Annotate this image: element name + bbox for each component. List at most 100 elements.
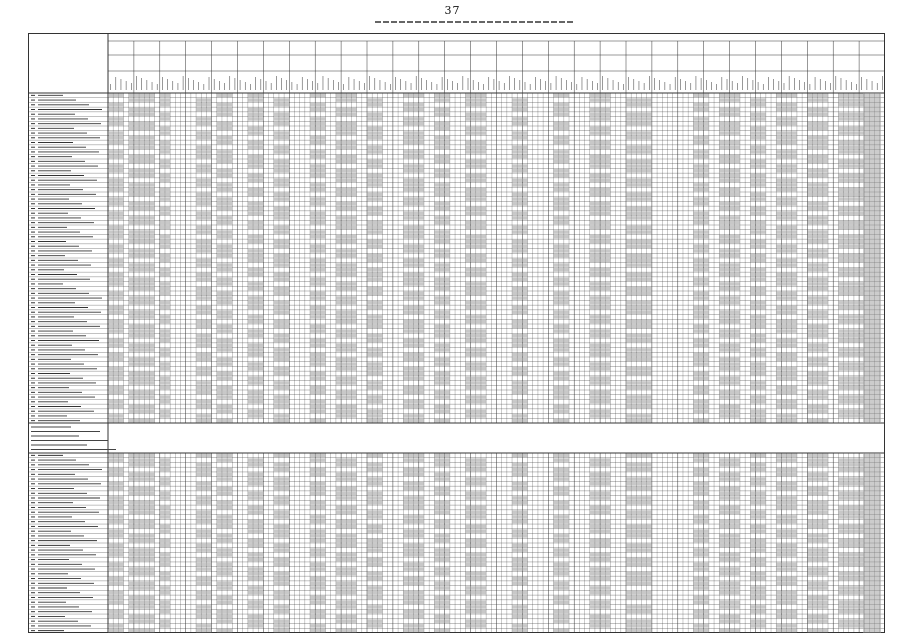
table-cell-shaded <box>807 159 829 164</box>
table-cell-shaded <box>776 154 797 159</box>
table-cell-shaded <box>216 154 233 159</box>
table-cell-shaded <box>719 619 740 623</box>
table-cell-shaded <box>465 562 487 567</box>
table-cell-shaded <box>335 310 357 314</box>
table-cell-shaded <box>108 385 124 390</box>
table-cell-shaded <box>553 216 570 220</box>
table-cell-shaded <box>807 567 829 571</box>
table-cell-shaded <box>273 557 290 562</box>
table-cell-shaded <box>196 98 212 102</box>
table-cell-shaded <box>838 286 865 291</box>
table-cell-shaded <box>335 581 357 586</box>
table-cell-shaded <box>838 590 865 595</box>
table-cell-shaded <box>159 159 171 164</box>
table-cell-shaded <box>750 324 766 329</box>
table-cell-shaded <box>128 524 155 529</box>
table-cell-shaded <box>776 150 797 154</box>
table-cell-shaded <box>512 614 528 619</box>
table-cell-shaded <box>310 164 326 168</box>
table-cell-shaded <box>693 296 709 300</box>
table-cell-shaded <box>553 329 570 333</box>
table-cell-shaded <box>310 576 326 581</box>
table-cell-shaded <box>807 500 829 505</box>
table-cell-shaded <box>838 477 865 481</box>
table-cell-shaded <box>196 117 212 121</box>
table-cell-shaded <box>693 249 709 253</box>
table-cell-shaded <box>434 239 450 244</box>
table-cell-shaded <box>403 486 424 491</box>
table-cell-shaded <box>776 319 797 324</box>
table-cell-shaded <box>693 357 709 362</box>
table-cell-shaded <box>589 112 611 116</box>
table-cell-shaded <box>750 230 766 234</box>
table-cell-shaded <box>750 244 766 248</box>
table-cell-shaded <box>403 150 424 154</box>
table-cell-shaded <box>310 362 326 366</box>
table-cell-shaded <box>196 510 212 514</box>
table-cell-shaded <box>335 486 357 491</box>
table-cell-shaded <box>776 338 797 343</box>
table-cell-shaded <box>216 183 233 187</box>
table-cell-shaded <box>838 619 865 623</box>
table-cell-shaded <box>465 524 487 529</box>
table-cell-shaded <box>838 572 865 576</box>
table-cell-shaded <box>403 400 424 404</box>
table-cell-shaded <box>807 253 829 258</box>
table-cell-shaded <box>196 534 212 538</box>
table-cell-shaded <box>403 614 424 619</box>
table-cell-shaded <box>196 467 212 472</box>
table-cell-shaded <box>553 235 570 239</box>
table-cell-shaded <box>589 619 611 623</box>
table-cell-shaded <box>310 467 326 472</box>
table-cell-shaded <box>310 409 326 413</box>
table-cell-shaded <box>838 150 865 154</box>
table-cell-shaded <box>750 572 766 576</box>
table-cell-shaded <box>403 169 424 173</box>
table-cell-shaded <box>403 291 424 296</box>
table-cell-shaded <box>247 178 264 182</box>
table-cell-shaded <box>273 609 290 614</box>
table-cell-shaded <box>128 202 155 206</box>
table-cell-shaded <box>693 385 709 390</box>
table-cell-shaded <box>128 216 155 220</box>
table-cell-shaded <box>553 253 570 258</box>
table-cell-shaded <box>719 145 740 149</box>
table-cell-shaded <box>273 496 290 500</box>
table-cell-shaded <box>434 534 450 538</box>
table-cell-shaded <box>589 458 611 462</box>
table-cell-shaded <box>693 305 709 310</box>
table-cell-shaded <box>367 136 383 140</box>
table-cell-shaded <box>335 173 357 178</box>
table-cell-shaded <box>128 619 155 623</box>
table-cell-shaded <box>216 567 233 571</box>
table-cell-shaded <box>310 491 326 496</box>
table-cell-shaded <box>719 159 740 164</box>
table-cell-shaded <box>434 500 450 505</box>
table-cell-shaded <box>247 235 264 239</box>
table-cell-shaded <box>247 239 264 244</box>
table-cell-shaded <box>693 277 709 281</box>
table-cell-shaded <box>273 357 290 362</box>
table-cell-shaded <box>434 357 450 362</box>
table-cell-shaded <box>247 477 264 481</box>
table-cell-shaded <box>335 253 357 258</box>
table-cell-shaded <box>403 131 424 135</box>
table-cell-shaded <box>159 362 171 366</box>
table-cell-shaded <box>273 206 290 211</box>
table-cell-shaded <box>310 482 326 486</box>
table-cell-shaded <box>367 145 383 149</box>
table-cell-shaded <box>512 103 528 107</box>
table-cell-shaded <box>196 357 212 362</box>
table-cell-shaded <box>247 529 264 533</box>
table-cell-shaded <box>693 491 709 496</box>
table-cell-shaded <box>626 103 652 107</box>
table-cell-shaded <box>807 548 829 552</box>
table-cell-shaded <box>367 272 383 277</box>
table-cell-shaded <box>807 505 829 510</box>
table-cell-shaded <box>434 605 450 609</box>
table-cell-shaded <box>273 178 290 182</box>
table-cell-shaded <box>776 458 797 462</box>
table-cell-shaded <box>434 404 450 409</box>
table-cell-shaded <box>589 117 611 121</box>
table-cell-shaded <box>335 414 357 418</box>
